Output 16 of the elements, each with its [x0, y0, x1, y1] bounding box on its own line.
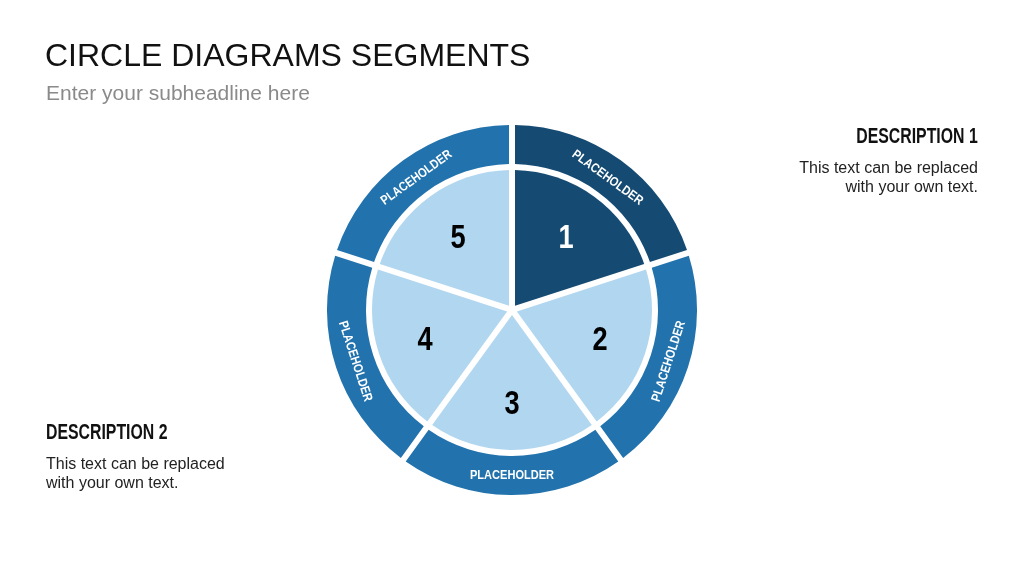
description-heading: DESCRIPTION 2 — [46, 420, 168, 445]
pie-segment — [432, 315, 592, 450]
description-text: This text can be replaced with your own text. — [798, 158, 978, 197]
segment-number: 2 — [591, 321, 608, 356]
segment-number: 1 — [558, 218, 574, 253]
segment-number: 3 — [504, 385, 520, 419]
segment-number: 5 — [450, 218, 466, 253]
ring-segment — [337, 125, 509, 263]
title: CIRCLE DIAGRAMS SEGMENTS — [45, 38, 531, 74]
description-text: This text can be replaced with your own text. — [46, 454, 226, 493]
ring-segment — [405, 429, 619, 495]
segment-number: 4 — [416, 321, 433, 356]
subtitle: Enter your subheadline here — [46, 80, 310, 106]
ring-segment — [515, 125, 687, 263]
segment-label: PLACEHOLDER — [469, 467, 555, 481]
description-heading: DESCRIPTION 1 — [856, 124, 978, 149]
